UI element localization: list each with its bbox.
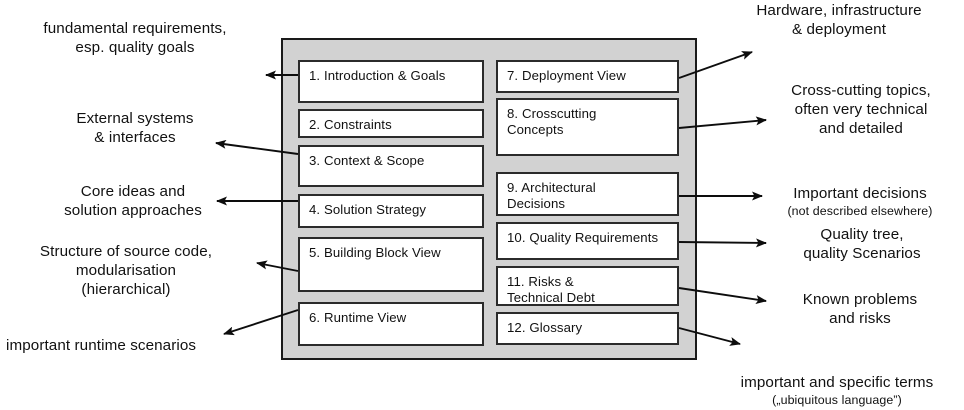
chapter-box-7[interactable]: 7. Deployment View xyxy=(496,60,679,93)
chapter-box-4[interactable]: 4. Solution Strategy xyxy=(298,194,484,228)
annotation-left-4: Core ideas and solution approaches xyxy=(64,183,202,219)
annotation-right-9: Important decisions (not described elsew… xyxy=(758,166,962,238)
chapter-box-3[interactable]: 3. Context & Scope xyxy=(298,145,484,187)
chapter-box-2[interactable]: 2. Constraints xyxy=(298,109,484,138)
chapter-box-8[interactable]: 8. Crosscutting Concepts xyxy=(496,98,679,156)
chapter-box-12[interactable]: 12. Glossary xyxy=(496,312,679,345)
annotation-left-5: Structure of source code, modularisation… xyxy=(39,243,213,298)
chapter-box-5[interactable]: 5. Building Block View xyxy=(298,237,484,292)
annotation-right-8: Cross-cutting topics, often very technic… xyxy=(791,82,931,137)
annotation-left-1: fundamental requirements, esp. quality g… xyxy=(43,20,227,56)
annotation-right-7: Hardware, infrastructure & deployment xyxy=(756,2,922,38)
chapter-box-6[interactable]: 6. Runtime View xyxy=(298,302,484,346)
chapter-box-1[interactable]: 1. Introduction & Goals xyxy=(298,60,484,103)
annotation-left-6: important runtime scenarios xyxy=(6,337,197,354)
chapter-box-9[interactable]: 9. Architectural Decisions xyxy=(496,172,679,216)
annotation-right-11: Known problems and risks xyxy=(802,291,918,327)
annotation-right-10: Quality tree, quality Scenarios xyxy=(803,226,921,262)
annotation-right-9-main: Important decisions xyxy=(793,184,927,202)
annotation-right-12-main: important and specific terms xyxy=(740,373,934,391)
annotation-right-9-sub: (not described elsewhere) xyxy=(787,203,933,218)
chapter-box-11[interactable]: 11. Risks & Technical Debt xyxy=(496,266,679,306)
chapter-box-10[interactable]: 10. Quality Requirements xyxy=(496,222,679,260)
annotation-left-3: External systems & interfaces xyxy=(76,110,194,146)
annotation-right-12-sub: („ubiquitous language”) xyxy=(772,392,902,407)
annotation-right-12: important and specific terms („ubiquitou… xyxy=(712,355,962,410)
